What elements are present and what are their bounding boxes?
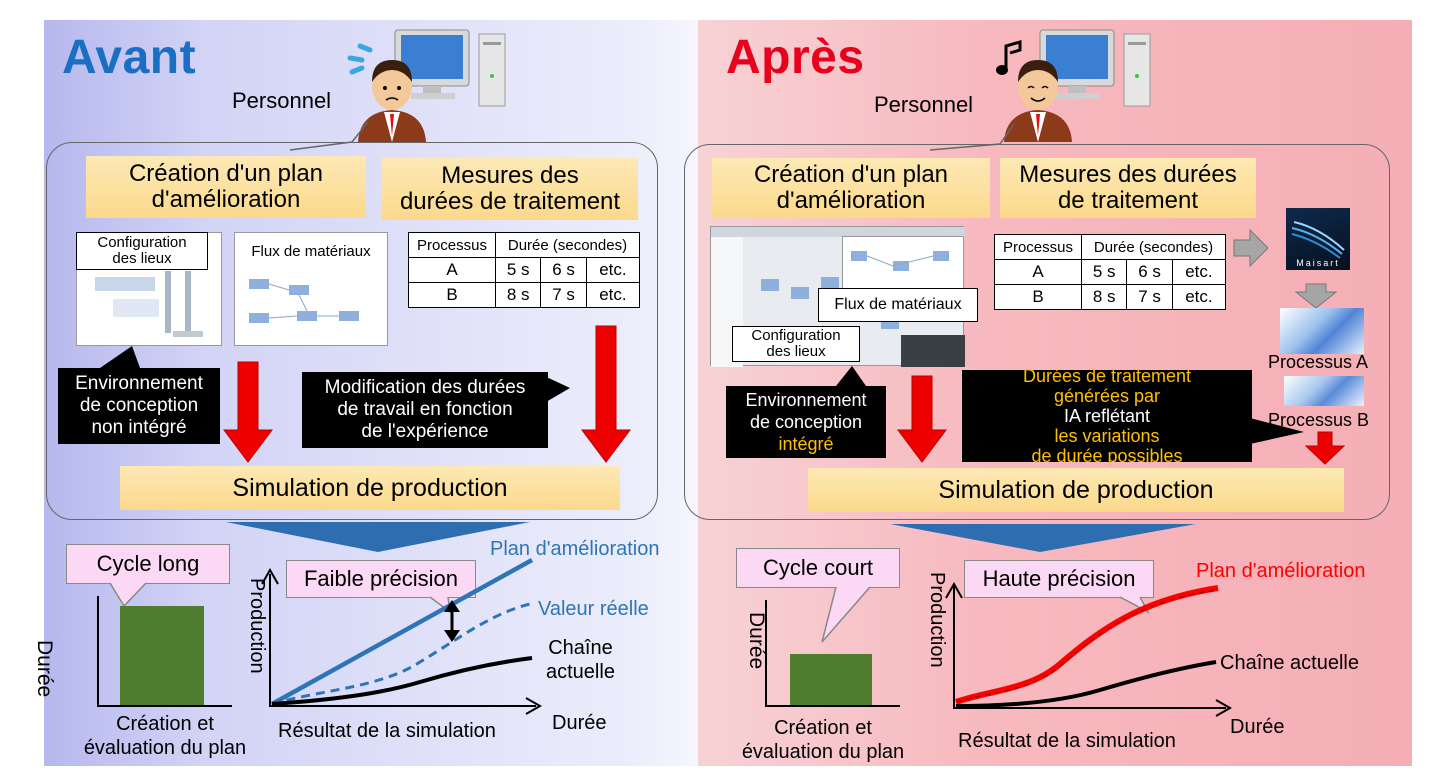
person-pointer-line xyxy=(929,123,1015,151)
maisart-logo-text: Maisart xyxy=(1296,258,1340,268)
happy-person-icon xyxy=(1004,60,1072,142)
before-bar-chart xyxy=(97,596,232,707)
gray-arrow xyxy=(1233,228,1338,309)
after-bar-ylabel: Durée xyxy=(745,612,768,670)
after-ai-callout: Durées de traitement générées par IA ref… xyxy=(962,366,1252,466)
after-legend-plan: Plan d'amélioration xyxy=(1196,560,1366,582)
after-chart-ylabel: Production xyxy=(926,572,948,668)
before-legend-real: Valeur réelle xyxy=(538,598,649,620)
before-person-label: Personnel xyxy=(232,88,332,113)
before-flow-drawing xyxy=(234,232,388,346)
after-chain-line xyxy=(955,660,1217,708)
after-chart-xlabel: Durée xyxy=(1230,716,1285,738)
before-simulation-box: Simulation de production xyxy=(120,466,620,510)
after-title: Après xyxy=(726,31,865,84)
music-note-icon xyxy=(996,40,1022,75)
maisart-logo: Maisart xyxy=(1286,208,1350,270)
process-b-label: Processus B xyxy=(1268,410,1370,430)
funnel-arrow xyxy=(226,522,530,552)
before-chart-ylabel: Production xyxy=(246,578,268,674)
computer-icon xyxy=(394,29,506,107)
callout-tail xyxy=(836,366,1304,444)
red-arrow xyxy=(223,325,631,463)
before-title: Avant xyxy=(62,31,197,84)
before-chart-caption: Résultat de la simulation xyxy=(278,720,496,742)
after-line-chart xyxy=(945,581,1233,717)
after-person-label: Personnel xyxy=(874,92,974,117)
before-chain-line xyxy=(271,656,533,706)
before-cycle-label: Cycle long xyxy=(66,544,230,584)
before-line-chart xyxy=(261,558,543,715)
before-bar-ylabel: Durée xyxy=(33,640,56,698)
after-bar xyxy=(790,654,872,706)
red-arrow xyxy=(897,375,1346,465)
before-legend-plan: Plan d'amélioration xyxy=(490,538,660,560)
process-a-label: Processus A xyxy=(1268,352,1369,372)
after-bar-chart xyxy=(765,600,900,707)
before-real-line xyxy=(271,602,531,706)
worried-person-icon xyxy=(358,60,426,142)
process-a-surface-plot xyxy=(1280,308,1364,354)
bar-callout-tail xyxy=(821,586,871,643)
process-b-surface-plot xyxy=(1284,376,1364,406)
after-flow-label: Flux de matériaux xyxy=(818,288,978,322)
after-flow-window xyxy=(842,236,964,294)
before-plan-line xyxy=(270,558,534,706)
after-simulation-box: Simulation de production xyxy=(808,468,1344,512)
before-precision-label: Faible précision xyxy=(286,560,476,598)
before-chart-xlabel: Durée xyxy=(552,712,607,734)
sweat-drops-icon xyxy=(347,43,373,75)
before-process-frame xyxy=(46,142,658,520)
after-precision-label: Haute précision xyxy=(964,560,1154,598)
after-cycle-label: Cycle court xyxy=(736,548,900,588)
before-bar xyxy=(120,606,204,706)
after-real-line xyxy=(955,589,1219,703)
person-pointer-line xyxy=(289,121,369,151)
before-flow-label: Flux de matériaux xyxy=(251,243,371,260)
after-legend-chain: Chaîne actuelle xyxy=(1220,652,1359,674)
funnel-arrow xyxy=(890,524,1196,552)
after-process-frame xyxy=(684,144,1390,520)
after-chart-caption: Résultat de la simulation xyxy=(958,730,1176,752)
after-plan-line xyxy=(955,585,1219,705)
